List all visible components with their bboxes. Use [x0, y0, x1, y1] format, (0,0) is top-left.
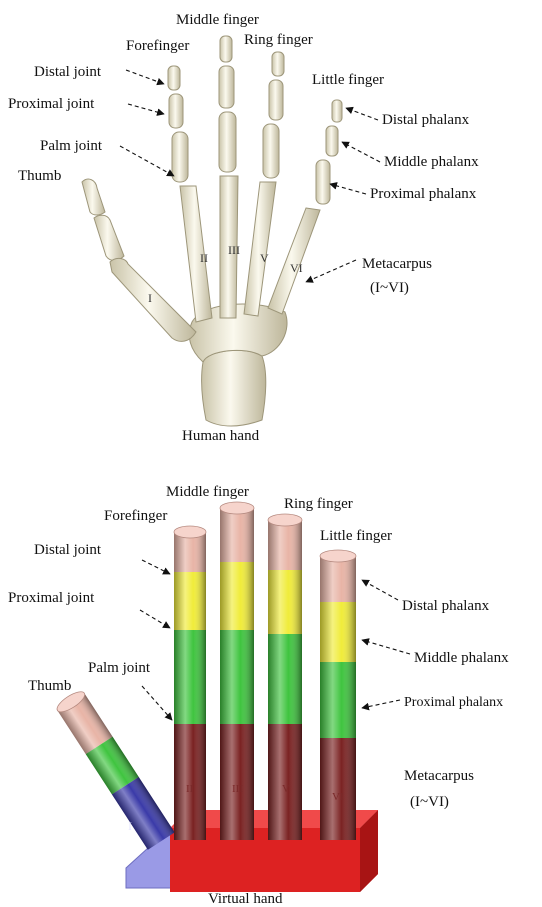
arrow-proximal-joint-top [128, 104, 164, 114]
label-thumb-top: Thumb [18, 168, 61, 184]
forefinger-bones [168, 66, 212, 322]
label-proximal-phalanx-top: Proximal phalanx [370, 186, 477, 202]
arrow-palm-joint-top [120, 146, 174, 176]
virtual-hand-model: I II III V VI [54, 502, 378, 892]
label-metacarpus-bottom: Metacarpus [404, 768, 474, 784]
arrow-palm-joint-bottom [142, 686, 172, 720]
label-ring-finger-bottom: Ring finger [284, 496, 353, 512]
ring-finger-bones [244, 52, 284, 316]
virtual-roman-6: VI [332, 791, 344, 803]
arrow-middle-phalanx-top [342, 142, 380, 162]
caption-human-hand: Human hand [182, 428, 260, 444]
label-distal-joint-bottom: Distal joint [34, 542, 102, 558]
label-middle-finger-bottom: Middle finger [166, 484, 249, 500]
virtual-roman-3: III [232, 783, 243, 795]
label-metacarpus-top: Metacarpus [362, 256, 432, 272]
arrow-metacarpus-top [306, 260, 356, 282]
human-roman-6: VI [290, 261, 303, 275]
label-middle-phalanx-top: Middle phalanx [384, 154, 479, 170]
label-metacarpus-range-bottom: (I~VI) [410, 794, 449, 810]
thumb-cylinder [54, 688, 175, 850]
label-metacarpus-range-top: (I~VI) [370, 280, 409, 296]
label-ring-finger-top: Ring finger [244, 32, 313, 48]
caption-virtual-hand: Virtual hand [208, 891, 283, 907]
human-roman-2: II [200, 251, 208, 265]
virtual-roman-2: II [186, 783, 194, 795]
arrow-proximal-phalanx-top [330, 184, 366, 194]
arrow-proximal-joint-bottom [140, 610, 170, 628]
label-middle-phalanx-bottom: Middle phalanx [414, 650, 509, 666]
label-forefinger-top: Forefinger [126, 38, 189, 54]
label-middle-finger-top: Middle finger [176, 12, 259, 28]
label-palm-joint-bottom: Palm joint [88, 660, 151, 676]
label-distal-phalanx-bottom: Distal phalanx [402, 598, 490, 614]
middle-finger-bones [219, 36, 238, 318]
arrow-distal-phalanx-top [346, 108, 378, 120]
human-hand-illustration: I II III V VI [82, 36, 342, 426]
label-distal-phalanx-top: Distal phalanx [382, 112, 470, 128]
label-proximal-phalanx-bottom: Proximal phalanx [404, 695, 503, 710]
arrow-distal-phalanx-bottom [362, 580, 398, 600]
arrow-proximal-phalanx-bottom [362, 700, 400, 708]
arrow-middle-phalanx-bottom [362, 640, 410, 654]
label-little-finger-bottom: Little finger [320, 528, 392, 544]
label-distal-joint-top: Distal joint [34, 64, 102, 80]
human-roman-3: III [228, 243, 240, 257]
label-proximal-joint-top: Proximal joint [8, 96, 95, 112]
thumb-bones [82, 179, 196, 341]
arrow-distal-joint-bottom [142, 560, 170, 574]
virtual-roman-5: V [282, 783, 290, 795]
human-roman-5: V [260, 251, 269, 265]
label-palm-joint-top: Palm joint [40, 138, 103, 154]
label-proximal-joint-bottom: Proximal joint [8, 590, 95, 606]
wrist-bones [202, 350, 266, 426]
human-roman-1: I [148, 291, 152, 305]
virtual-roman-1: I [128, 819, 132, 833]
arrow-distal-joint-top [126, 70, 164, 84]
label-little-finger-top: Little finger [312, 72, 384, 88]
label-forefinger-bottom: Forefinger [104, 508, 167, 524]
label-thumb-bottom: Thumb [28, 678, 71, 694]
